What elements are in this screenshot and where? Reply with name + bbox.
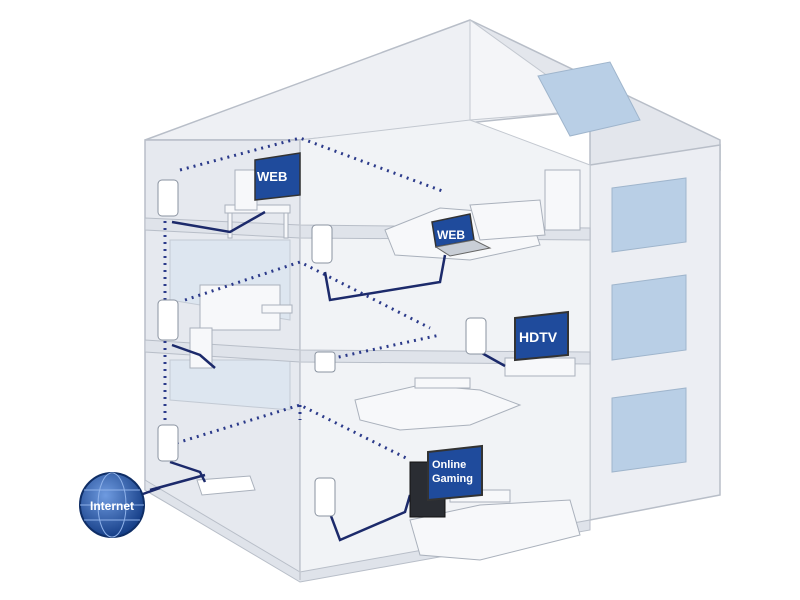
facade-window	[611, 274, 687, 361]
internet-label: Internet	[90, 499, 134, 513]
powerline-adapters	[157, 179, 487, 517]
bookshelf	[544, 169, 581, 231]
coffee-table	[414, 377, 471, 389]
roof	[144, 19, 721, 171]
laptop-web: WEB	[431, 213, 492, 257]
wall-socket	[314, 351, 336, 373]
skylight	[537, 61, 641, 137]
powerline-adapter	[314, 477, 336, 517]
hdtv: HDTV	[514, 310, 569, 362]
gaming-label-line2: Gaming	[432, 473, 473, 485]
internet-globe: Internet	[79, 472, 161, 538]
powerline-adapter	[157, 424, 179, 462]
hdtv-label: HDTV	[519, 329, 558, 345]
web-label-laptop: WEB	[437, 228, 465, 242]
powerline-adapter	[465, 317, 487, 355]
sofa	[409, 499, 581, 561]
facade-window	[611, 387, 687, 473]
router	[196, 475, 256, 496]
powerline-adapter	[157, 179, 179, 217]
gaming-label-line1: Online	[432, 459, 466, 471]
monitor-web-upstairs: WEB	[254, 152, 301, 201]
ethernet-cables	[149, 210, 506, 542]
pc-tower	[234, 169, 258, 211]
facade-window	[611, 177, 687, 253]
right-facade	[589, 144, 721, 521]
furniture	[189, 169, 581, 561]
web-label-upstairs: WEB	[257, 169, 287, 184]
powerline-adapter	[157, 299, 179, 341]
powerline-links	[163, 136, 446, 462]
powerline-adapter	[311, 224, 333, 264]
gaming-tv: Online Gaming	[409, 444, 483, 518]
powerline-wifi	[189, 327, 213, 369]
